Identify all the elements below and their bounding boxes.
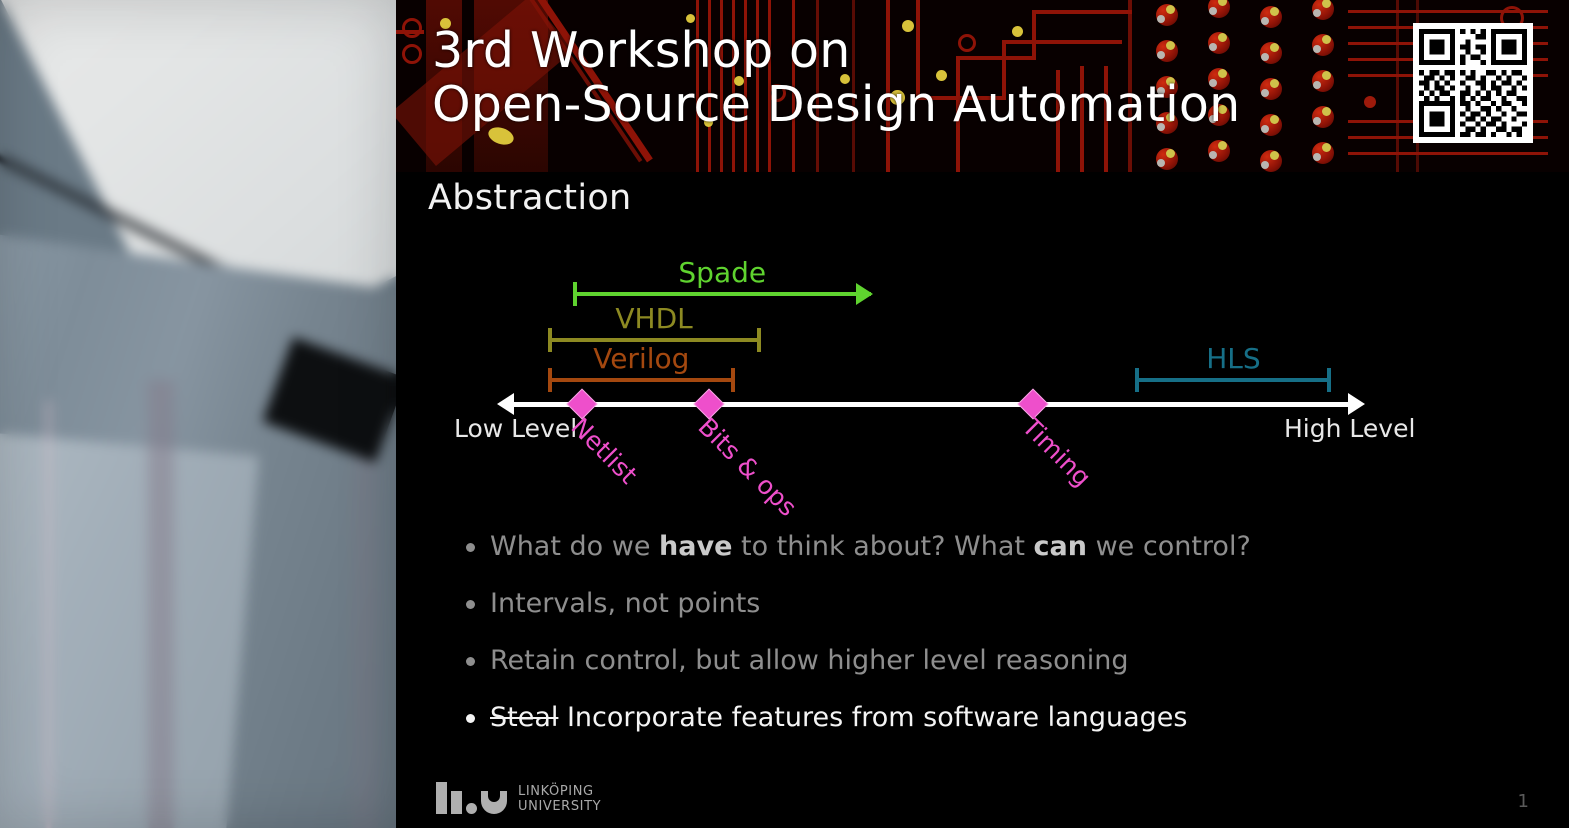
liu-logo: LINKÖPING UNIVERSITY xyxy=(436,780,601,814)
list-item: Intervals, not points xyxy=(452,582,1502,625)
presentation-slide: 3rd Workshop on Open-Source Design Autom… xyxy=(396,0,1569,828)
range-label: VHDL xyxy=(615,302,693,335)
slide-banner: 3rd Workshop on Open-Source Design Autom… xyxy=(396,0,1569,172)
range-start-tick xyxy=(547,328,552,352)
range-end-tick xyxy=(731,368,736,392)
webcam-vignette xyxy=(0,0,396,828)
presenter-webcam-feed xyxy=(0,0,396,828)
workshop-title: 3rd Workshop on Open-Source Design Autom… xyxy=(432,24,1240,132)
language-range xyxy=(573,282,874,306)
qr-code-image xyxy=(1419,29,1527,137)
page-title: Abstraction xyxy=(428,178,632,218)
list-item: Retain control, but allow higher level r… xyxy=(452,639,1502,682)
list-item-text: What do we have to think about? What can… xyxy=(490,531,1251,562)
axis-marker-label: Timing xyxy=(1016,412,1097,493)
liu-logo-line2: UNIVERSITY xyxy=(518,799,602,814)
range-end-tick xyxy=(756,328,761,352)
range-end-tick xyxy=(1327,368,1332,392)
bullet-dot-icon xyxy=(466,543,475,552)
range-bar xyxy=(547,378,736,382)
range-label: Spade xyxy=(678,256,767,289)
abstraction-axis-line xyxy=(505,402,1357,407)
axis-marker-label: Netlist xyxy=(565,412,643,490)
range-label: HLS xyxy=(1206,342,1261,375)
axis-low-level-label: Low Level xyxy=(454,414,578,443)
bullet-dot-icon xyxy=(466,600,475,609)
bullet-dot-icon xyxy=(466,657,475,666)
list-item-text: Retain control, but allow higher level r… xyxy=(490,645,1129,676)
axis-right-arrowhead xyxy=(1348,393,1365,415)
range-start-tick xyxy=(1135,368,1140,392)
language-range xyxy=(547,328,761,352)
range-bar xyxy=(573,292,872,296)
webcam-blur-overlay xyxy=(0,0,396,828)
range-bar xyxy=(1135,378,1332,382)
struck-word: Steal xyxy=(490,702,559,733)
liu-logo-text: LINKÖPING UNIVERSITY xyxy=(518,784,601,814)
range-bar xyxy=(547,338,761,342)
qr-code[interactable] xyxy=(1413,23,1533,143)
range-label: Verilog xyxy=(593,342,690,375)
page-number: 1 xyxy=(1517,791,1529,812)
range-arrowhead xyxy=(856,283,874,305)
axis-marker-label: Bits & ops xyxy=(692,412,803,522)
list-item: What do we have to think about? What can… xyxy=(452,525,1502,568)
circuit-board-texture xyxy=(396,0,1569,172)
bullet-dot-icon xyxy=(466,714,475,723)
axis-high-level-label: High Level xyxy=(1284,414,1416,443)
liu-logo-line1: LINKÖPING xyxy=(518,784,594,799)
range-start-tick xyxy=(573,282,578,306)
liu-logo-mark xyxy=(436,780,507,814)
language-range xyxy=(547,368,736,392)
list-item: Steal Incorporate features from software… xyxy=(452,696,1502,739)
workshop-title-line2: Open-Source Design Automation xyxy=(432,76,1241,133)
language-range xyxy=(1135,368,1332,392)
list-item-text: Steal Incorporate features from software… xyxy=(490,702,1188,733)
workshop-title-line1: 3rd Workshop on xyxy=(432,22,851,79)
bullet-list: What do we have to think about? What can… xyxy=(452,525,1502,753)
list-item-text: Intervals, not points xyxy=(490,588,761,619)
range-start-tick xyxy=(547,368,552,392)
